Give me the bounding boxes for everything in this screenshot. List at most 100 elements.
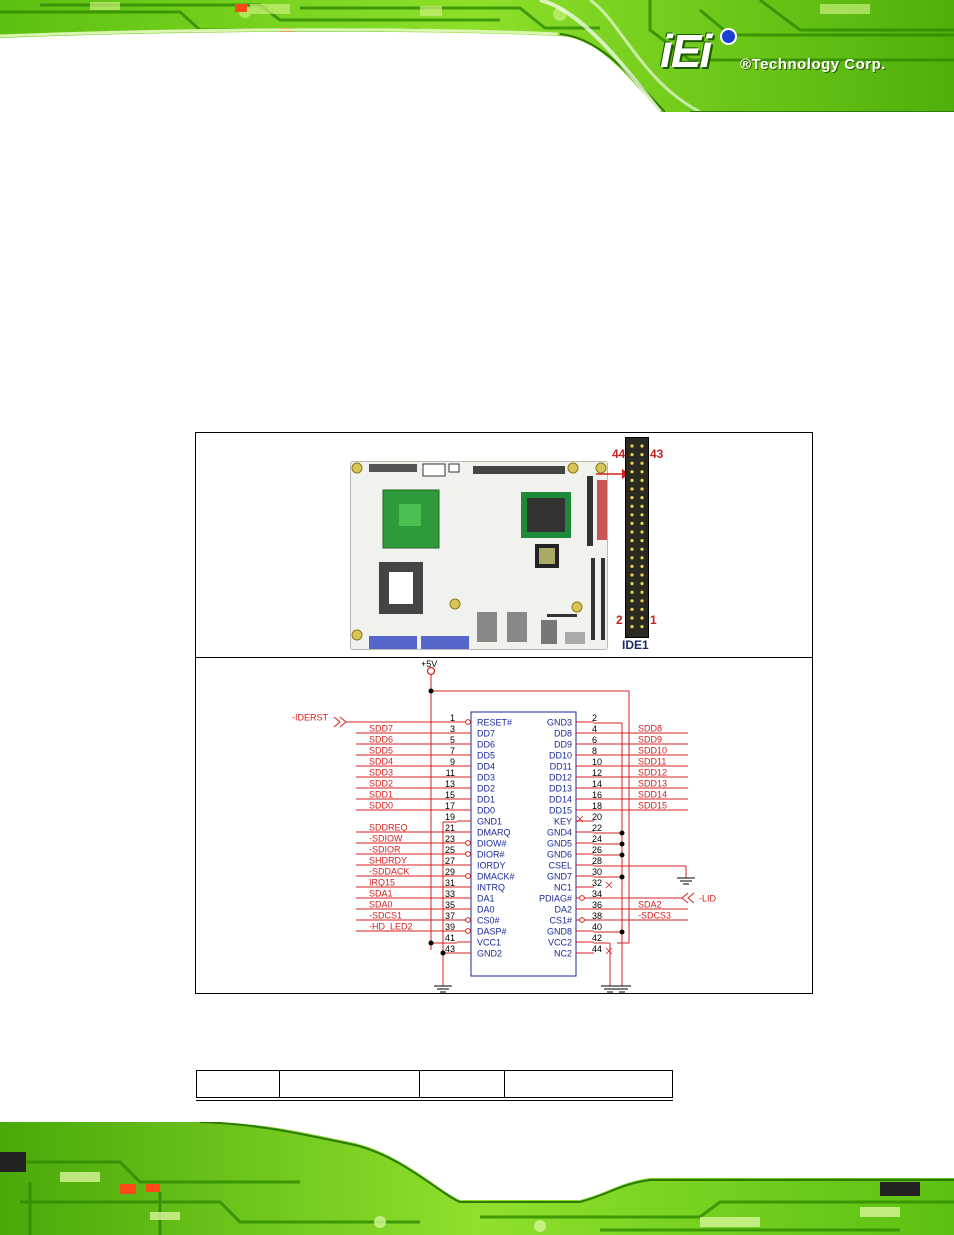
pin-number: 10 — [592, 757, 602, 767]
inverted-input-icon — [465, 840, 471, 846]
inverted-input-icon — [579, 895, 585, 901]
ide-connector-drawing — [625, 437, 649, 638]
footer-banner — [0, 1122, 954, 1235]
net-label: SDD8 — [638, 724, 662, 734]
junction-dot-icon — [428, 940, 434, 946]
net-label: SDD1 — [369, 790, 393, 800]
pin-name: DD1 — [477, 795, 495, 805]
net-label: -IDERST — [292, 713, 329, 723]
net-label: SDA2 — [638, 900, 662, 910]
pin-number: 26 — [592, 845, 602, 855]
pin-name: DD6 — [477, 740, 495, 750]
pin-number: 6 — [592, 735, 597, 745]
logo-mark: iEi — [660, 25, 712, 77]
pin-number: 5 — [450, 735, 455, 745]
junction-dot-icon — [428, 688, 434, 694]
ide-pin-dot — [640, 625, 644, 629]
pin-number: 42 — [592, 933, 602, 943]
pin-name: DD11 — [550, 762, 572, 772]
pin-number: 41 — [445, 933, 455, 943]
pcb-header-graphic — [0, 0, 954, 112]
ide-pin-dot — [640, 521, 644, 525]
ide-pin-dot — [630, 590, 634, 594]
inverted-input-icon — [465, 873, 471, 879]
pin-name: CS1# — [549, 916, 572, 926]
ide-pin-dot — [640, 530, 644, 534]
table-row — [196, 1070, 674, 1098]
ide-pin-dot — [630, 599, 634, 603]
pin-number: 33 — [445, 889, 455, 899]
pin-number: 2 — [592, 713, 597, 723]
ide-pin-dot — [640, 513, 644, 517]
net-label: SDD4 — [369, 757, 393, 767]
ide-pin-dot — [640, 573, 644, 577]
ground-junctions — [619, 830, 625, 935]
ide-pin-dot — [640, 564, 644, 568]
pin-name: NC1 — [554, 883, 572, 893]
pin-name: NC2 — [554, 949, 572, 959]
pin-label-43: 43 — [650, 447, 664, 461]
logo-text: ®Technology Corp. — [740, 56, 886, 73]
pin-number: 27 — [445, 856, 455, 866]
pin-number: 32 — [592, 878, 602, 888]
ide-pins-graphic — [630, 444, 644, 629]
inverted-input-icon — [579, 917, 585, 923]
pin-name: IORDY — [477, 861, 506, 871]
ide-pin-dot — [640, 453, 644, 457]
connector-label: IDE1 — [622, 638, 649, 652]
pin-number: 29 — [445, 867, 455, 877]
net-label: SDA0 — [369, 900, 393, 910]
net-label: -SDCS3 — [638, 911, 671, 921]
ide-pin-dot — [640, 582, 644, 586]
ide-pin-dot — [640, 599, 644, 603]
logo-dot-icon — [720, 28, 737, 45]
pin-number: 14 — [592, 779, 602, 789]
pin-number: 13 — [445, 779, 455, 789]
pin-number: 8 — [592, 746, 597, 756]
ide-pin-dot — [630, 539, 634, 543]
pin-number: 36 — [592, 900, 602, 910]
pin-name: KEY — [554, 817, 572, 827]
ide-pin-dot — [630, 444, 634, 448]
board-top-view — [350, 461, 608, 650]
net-label: SHDRDY — [369, 856, 407, 866]
net-label: SDD11 — [638, 757, 666, 767]
pin-name: CS0# — [477, 916, 500, 926]
ide-pin-dot — [630, 607, 634, 611]
ground-symbol-icon — [434, 877, 695, 993]
pin-number: 11 — [446, 768, 455, 778]
pin-number: 21 — [445, 823, 455, 833]
pin-name: DD13 — [549, 784, 572, 794]
ide-pin-dot — [630, 582, 634, 586]
table-cell — [278, 1070, 421, 1098]
net-label: SDA1 — [369, 889, 393, 899]
ide-pin-dot — [640, 470, 644, 474]
pin-name: INTRQ — [477, 883, 505, 893]
pin-name: DD4 — [477, 762, 495, 772]
ide-pin-dot — [640, 496, 644, 500]
net-label: SDD14 — [638, 790, 667, 800]
pin-number: 24 — [592, 834, 602, 844]
net-label: SDDREQ — [369, 823, 408, 833]
pin-name: GND3 — [547, 718, 572, 728]
pin-name: DMARQ — [477, 828, 511, 838]
pin-name: GND4 — [547, 828, 572, 838]
pin-name: CSEL — [548, 861, 572, 871]
ide-pin-dot — [640, 590, 644, 594]
pin-number: 20 — [592, 812, 602, 822]
pin-name: DD7 — [477, 729, 495, 739]
inverted-input-icon — [465, 719, 471, 725]
pin-name: DD8 — [554, 729, 572, 739]
ide-pin-dot — [630, 616, 634, 620]
ide-pin-dot — [640, 556, 644, 560]
ide-pin-dot — [640, 607, 644, 611]
net-label: SDD2 — [369, 779, 393, 789]
ide-pin-dot — [640, 478, 644, 482]
pin-name: DD3 — [477, 773, 495, 783]
pin-name: DD9 — [554, 740, 572, 750]
pin-name: DASP# — [477, 927, 507, 937]
pin-name: DMACK# — [477, 872, 515, 882]
pin-name: DA2 — [554, 905, 572, 915]
net-label: -SDIOR — [369, 845, 401, 855]
ide-pin-dot — [630, 521, 634, 525]
